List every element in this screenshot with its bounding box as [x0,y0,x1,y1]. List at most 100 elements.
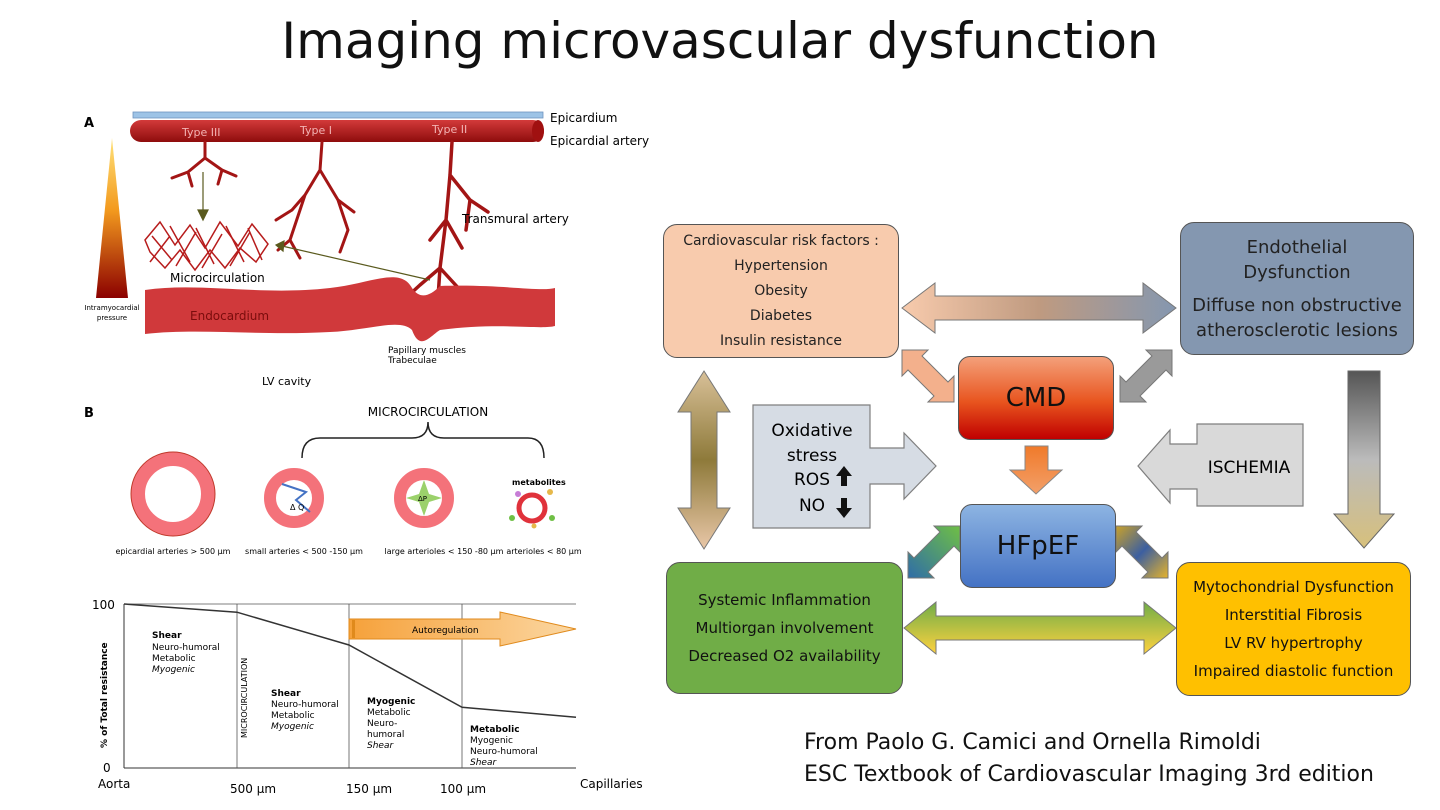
epicardial-artery-label: Epicardial artery [550,134,649,148]
panel-a-diagram: A Epicardium Epicardial artery Type III … [84,111,649,388]
metabolites-label: metabolites [512,478,566,487]
hfpef-box: HFpEF [960,504,1116,588]
artery-end [532,120,544,142]
epicardium-layer [132,111,544,119]
g2-2: Neuro-humoral [271,700,339,710]
diag-arrow-si-hfpef [907,525,961,579]
g3-1: Myogenic [367,697,415,707]
credit-line-2: ESC Textbook of Cardiovascular Imaging 3… [804,762,1374,787]
page-title: Imaging microvascular dysfunction [281,12,1159,70]
x-label-100: 100 μm [440,782,486,796]
diag-arrow-rf-cmd [901,349,955,403]
dq-flow-arrow [281,483,311,513]
g4-4: Shear [470,758,497,768]
inflammation-line-1: Systemic Inflammation [698,591,871,609]
resistance-chart: 100 0 % of Total resistance Autoregulati… [92,598,643,796]
risk-factor-obesity: Obesity [754,282,808,299]
risk-factors-title: Cardiovascular risk factors : [683,232,879,249]
vessel-ring-small-artery [264,468,324,528]
type2-label: Type II [431,123,467,136]
diag-arrow-ed-cmd [1119,349,1173,403]
mito-line-2: Interstitial Fibrosis [1224,606,1363,624]
mito-line-4: Impaired diastolic function [1193,662,1394,680]
region-group-1: Shear Neuro-humoral Metabolic Myogenic [152,631,220,675]
chart-y-axis-label: % of Total resistance [100,642,110,748]
panel-b-diagram: B MICROCIRCULATION Δ Q ΔP metabolites ep… [84,405,582,556]
microcirculation-brace [301,421,545,459]
autoregulation-arrow [348,611,577,647]
g4-1: Metabolic [470,725,520,735]
left-vertical-double-arrow [677,370,731,550]
cmd-label: CMD [1005,383,1067,413]
dp-star [406,480,442,516]
risk-factors-box: Cardiovascular risk factors : Hypertensi… [663,224,899,358]
g3-5: Shear [367,741,394,751]
transmural-label: Transmural artery [461,212,569,226]
vessel-label-4: arterioles < 80 μm [506,547,582,556]
inflammation-box: Systemic Inflammation Multiorgan involve… [666,562,903,694]
bottom-double-arrow [903,600,1177,656]
diag-arrow-mt-hfpef [1115,525,1169,579]
oxidative-ros: ROS [794,470,830,490]
panel-a-arrows [197,172,431,281]
right-down-arrow [1332,370,1396,549]
autoregulation-label: Autoregulation [412,626,479,636]
endothelial-line-1: Endothelial [1246,236,1348,258]
endothelial-line-3: Diffuse non obstructive [1192,294,1402,316]
cmd-box: CMD [958,356,1114,440]
metabolite-dots [509,489,555,529]
epicardium-label: Epicardium [550,111,617,125]
vessel-label-3: large arterioles < 150 -80 μm [385,547,504,556]
lv-cavity-label: LV cavity [262,375,312,388]
endocardium-label: Endocardium [190,309,269,323]
risk-factor-diabetes: Diabetes [749,307,813,324]
g3-4: humoral [367,730,404,740]
risk-factor-hypertension: Hypertension [734,257,828,274]
endocardium-band [145,277,555,342]
vessel-ring-outline [130,451,216,537]
microcirculation-label: Microcirculation [170,271,265,285]
g4-3: Neuro-humoral [470,747,538,757]
oxidative-no: NO [799,496,825,516]
pressure-label-2: pressure [97,314,127,322]
dp-label: ΔP [418,495,427,503]
region-group-2: Shear Neuro-humoral Metabolic Myogenic [271,689,339,732]
g3-2: Metabolic [367,708,411,718]
panel-b-microcirculation-label: MICROCIRCULATION [368,405,488,419]
type3-label: Type III [181,126,221,139]
g1-1: Shear [152,631,182,641]
region-group-4: Metabolic Myogenic Neuro-humoral Shear [470,725,538,768]
resistance-curve [123,603,577,718]
vessel-ring-arteriole [516,492,548,524]
region-group-3: Myogenic Metabolic Neuro- humoral Shear [367,697,415,751]
microcirculation-mesh [144,220,269,272]
oxidative-line-2: stress [787,446,837,466]
endothelial-line-4: atherosclerotic lesions [1196,319,1398,341]
ischemia-label: ISCHEMIA [1208,458,1291,478]
inflammation-line-3: Decreased O2 availability [688,647,881,665]
risk-factor-insulin: Insulin resistance [719,332,843,349]
endothelial-line-2: Dysfunction [1243,261,1351,283]
papillary-label-2: Trabeculae [387,356,437,366]
x-label-capillaries: Capillaries [580,777,643,791]
type1-label: Type I [299,124,332,137]
dq-label: Δ Q [290,503,304,512]
hfpef-label: HFpEF [996,531,1080,561]
g2-1: Shear [271,689,301,699]
g3-3: Neuro- [367,719,397,729]
chart-microcirculation-vertical: MICROCIRCULATION [240,658,249,738]
chart-y-min: 0 [103,761,111,775]
vessel-ring-large-arteriole [394,468,454,528]
g2-3: Metabolic [271,711,315,721]
x-label-500: 500 μm [230,782,276,796]
papillary-label-1: Papillary muscles [388,346,466,356]
ros-up-arrow-shape [836,466,852,486]
epicardial-artery [130,120,544,142]
no-down-arrow-shape [836,498,852,518]
panel-b-letter: B [84,406,94,421]
ischemia-arrow-shape [1137,423,1304,507]
credit-line-1: From Paolo G. Camici and Ornella Rimoldi [804,730,1261,755]
x-label-aorta: Aorta [98,777,130,791]
g1-2: Neuro-humoral [152,643,220,653]
